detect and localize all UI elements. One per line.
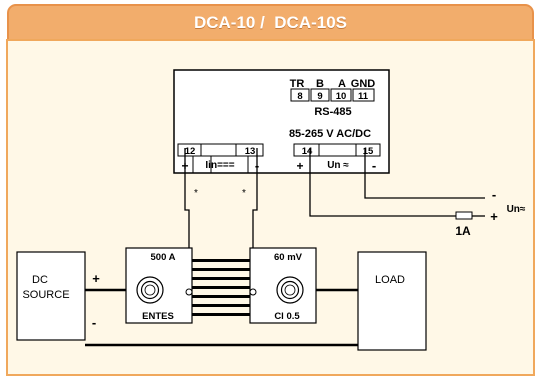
rs485-name: RS-485 xyxy=(314,106,351,118)
wire-supply-plus xyxy=(309,148,456,217)
rs485-label-gnd: GND xyxy=(351,78,376,90)
shunt-rating-voltage: 60 mV xyxy=(274,252,303,263)
rs485-label-b: B xyxy=(316,78,324,90)
supply-minus: - xyxy=(492,187,496,202)
dc-source-line2: SOURCE xyxy=(22,289,69,301)
dc-source-minus: - xyxy=(92,315,96,330)
diagram-title: DCA-10 / DCA-10S xyxy=(7,4,534,41)
shunt-class: Cl 0.5 xyxy=(274,311,300,322)
terminal-box-8 xyxy=(290,88,310,102)
fuse xyxy=(455,211,473,220)
terminal-15: 15 xyxy=(363,146,374,157)
terminal-box-10 xyxy=(330,88,352,102)
current-terminal-strip xyxy=(177,143,264,157)
shunt-brand: ENTES xyxy=(142,311,174,322)
supply-voltage-label: 85-265 V AC/DC xyxy=(289,128,371,140)
voltage-input-label: Un ≈ xyxy=(327,160,349,171)
terminal-12: 12 xyxy=(185,146,196,157)
terminal-box-11 xyxy=(352,88,375,102)
shunt-left-screw xyxy=(185,288,193,296)
shunt-right-screw xyxy=(249,288,257,296)
rs485-label-a: A xyxy=(338,78,346,90)
voltage-terminal-strip xyxy=(293,143,381,157)
shunt-strips xyxy=(192,259,250,316)
shunt-right-bolt-inner xyxy=(280,280,300,300)
terminal-13: 13 xyxy=(245,146,256,157)
terminal-9: 9 xyxy=(317,91,322,102)
shunt-star-left: * xyxy=(194,188,198,199)
voltage-minus: - xyxy=(372,158,376,173)
shunt-left-bolt-inner xyxy=(140,280,160,300)
dc-source-line1: DC xyxy=(32,274,48,286)
load-label: LOAD xyxy=(375,274,405,286)
dc-source-plus: + xyxy=(92,271,100,286)
terminal-11: 11 xyxy=(358,91,369,102)
current-input-label: Iin=== xyxy=(205,160,234,171)
terminal-8: 8 xyxy=(297,91,302,102)
load-box xyxy=(357,251,427,351)
dc-source-box xyxy=(16,251,86,341)
rs485-label-tr: TR xyxy=(290,78,305,90)
terminal-10: 10 xyxy=(336,91,347,102)
fuse-label: 1A xyxy=(455,224,471,238)
supply-plus: + xyxy=(490,209,498,224)
terminal-box-9 xyxy=(310,88,330,102)
supply-un-label: Un≈ xyxy=(507,204,526,215)
shunt-rating-current: 500 A xyxy=(151,252,176,263)
terminal-14: 14 xyxy=(302,146,313,157)
voltage-plus: + xyxy=(296,159,303,173)
shunt-star-right: * xyxy=(242,188,246,199)
wire-supply-minus xyxy=(364,148,485,199)
